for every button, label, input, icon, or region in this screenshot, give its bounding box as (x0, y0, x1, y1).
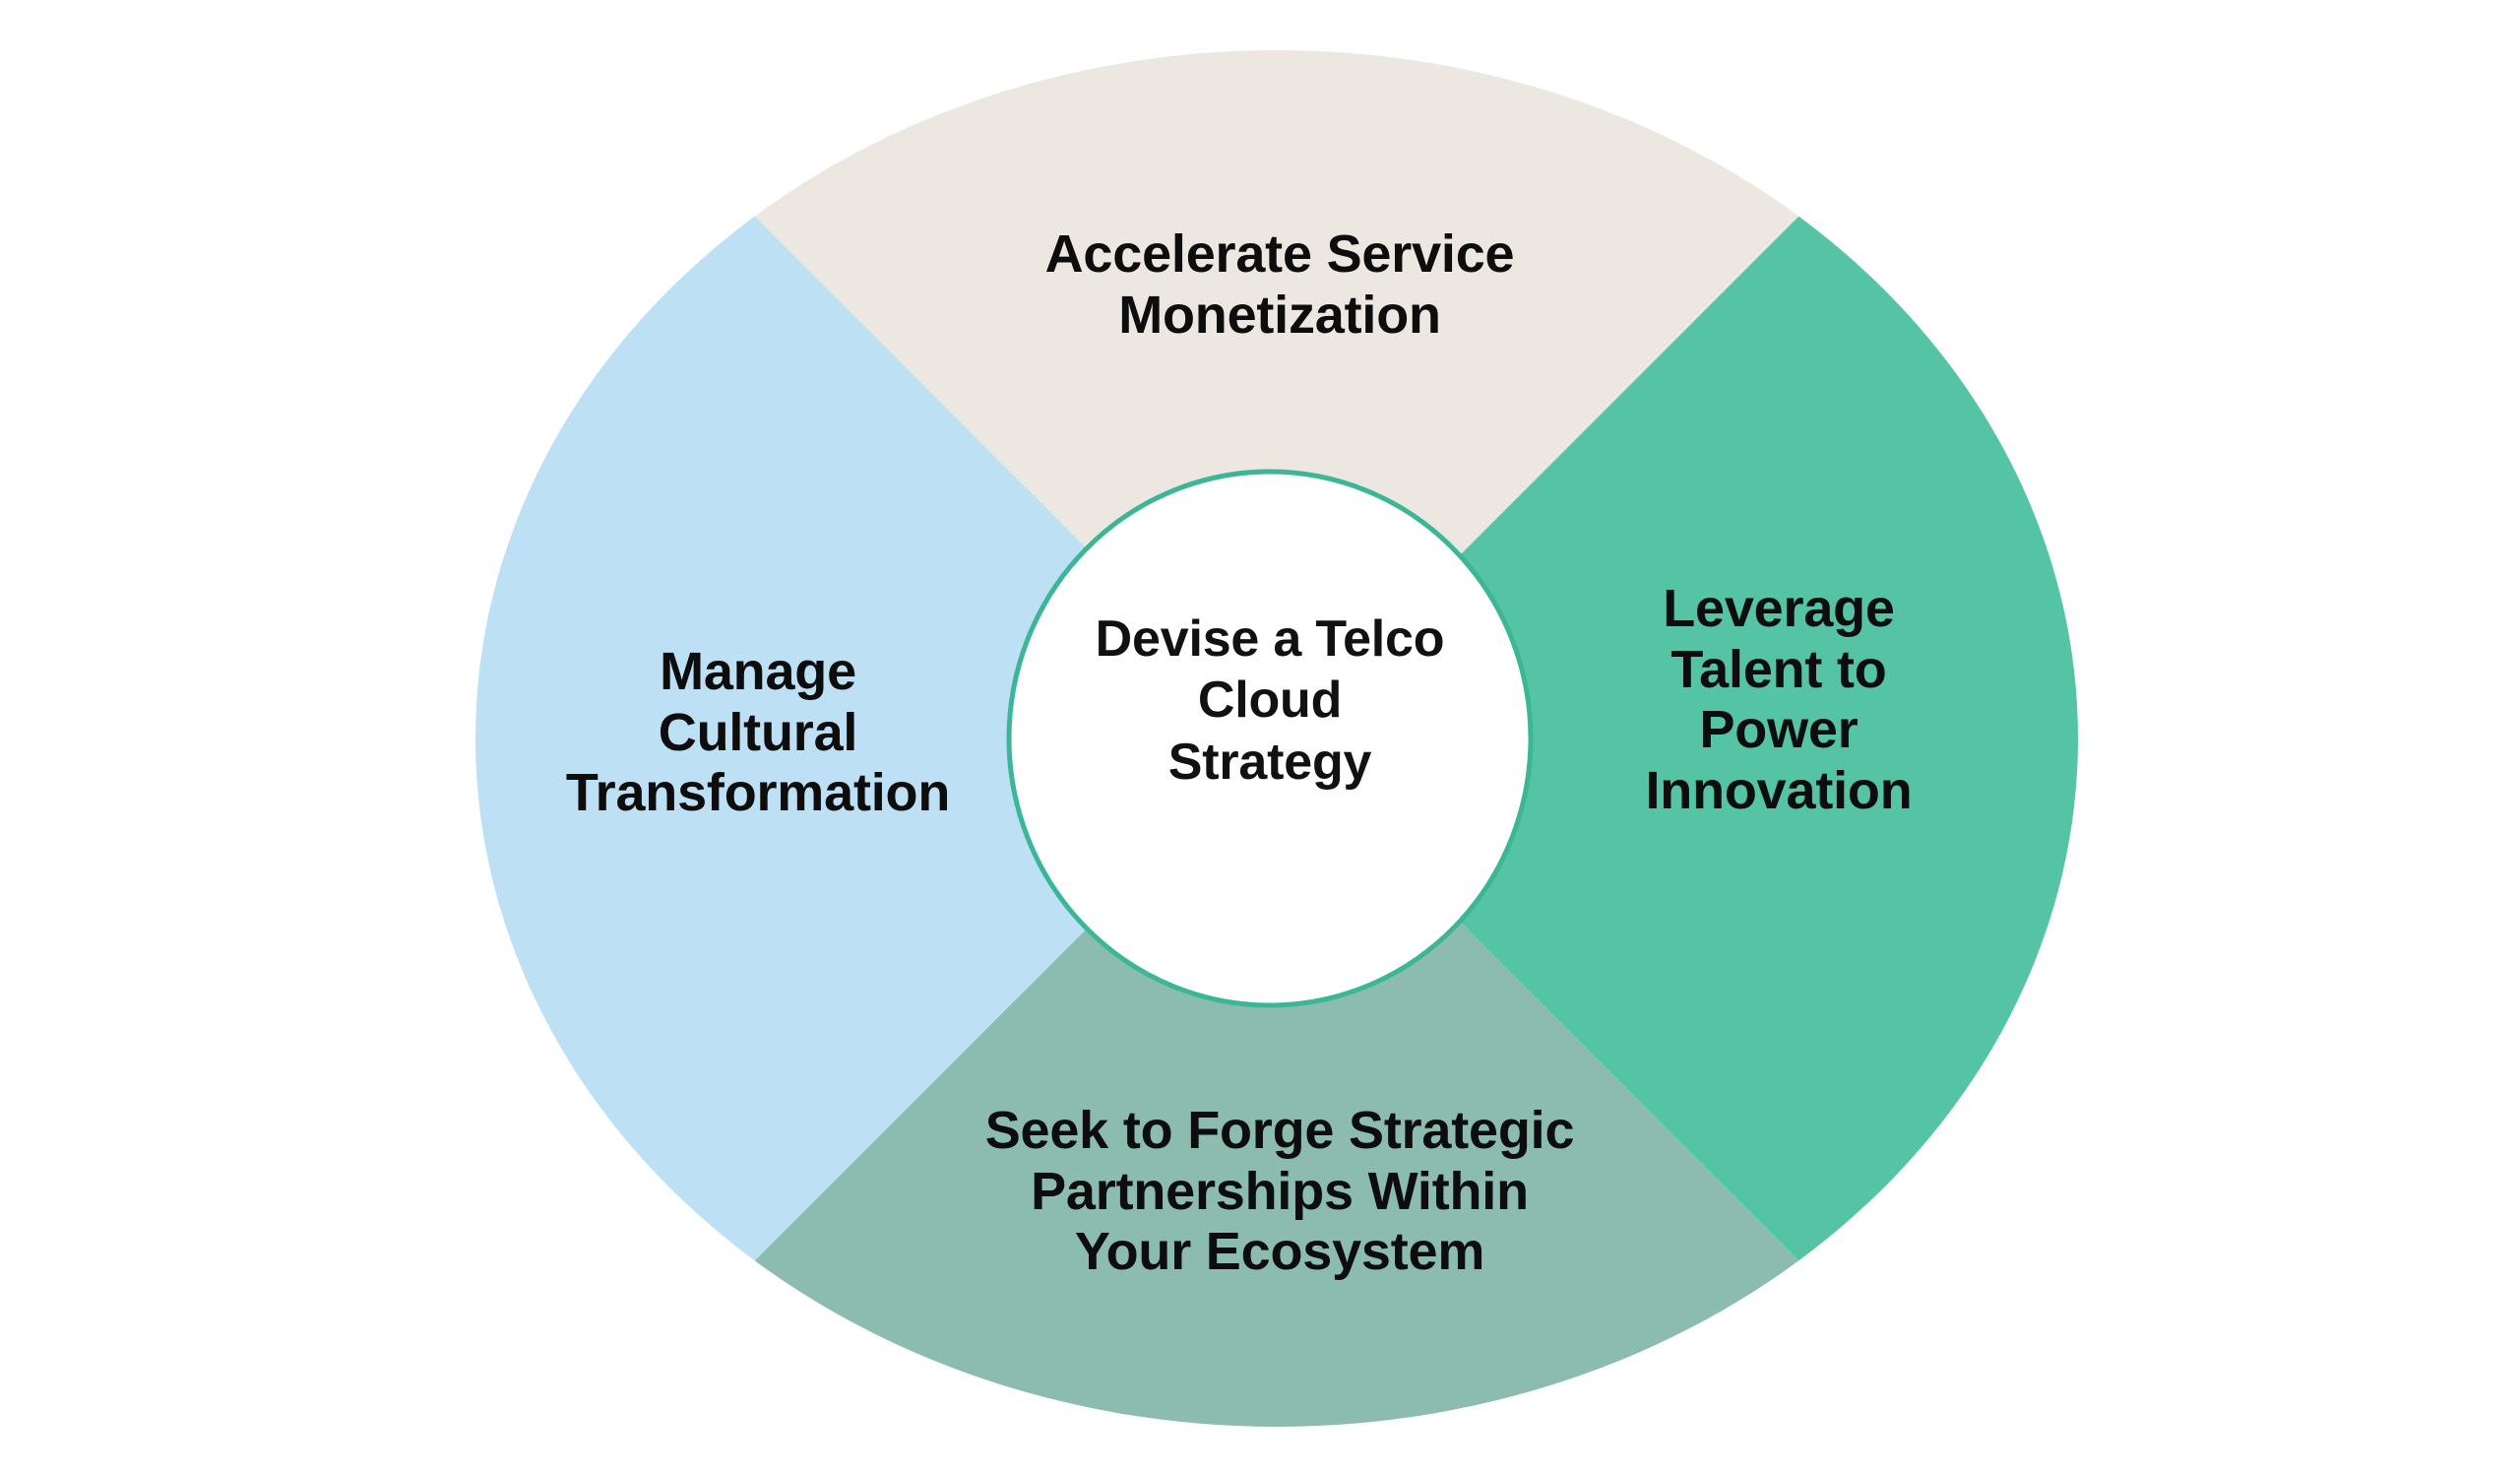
center-hub-label: Devise a Telco Cloud Strategy (1095, 610, 1445, 791)
segment-top-label: Accelerate Service Monetization (1044, 224, 1515, 345)
segment-right-label: Leverage Talent to Power Innovation (1645, 579, 1913, 820)
center-hub-circle[interactable] (1006, 469, 1534, 1008)
segment-bottom-label: Seek to Forge Strategic Partnerships Wit… (984, 1101, 1575, 1282)
segment-left-label: Manage Cultural Transformation (565, 642, 951, 823)
segment-right-shape[interactable] (1277, 0, 2362, 1473)
segment-left-shape[interactable] (191, 0, 1277, 1473)
segment-top-shape[interactable] (191, 0, 2362, 738)
segment-bottom-shape[interactable] (191, 738, 2362, 1473)
